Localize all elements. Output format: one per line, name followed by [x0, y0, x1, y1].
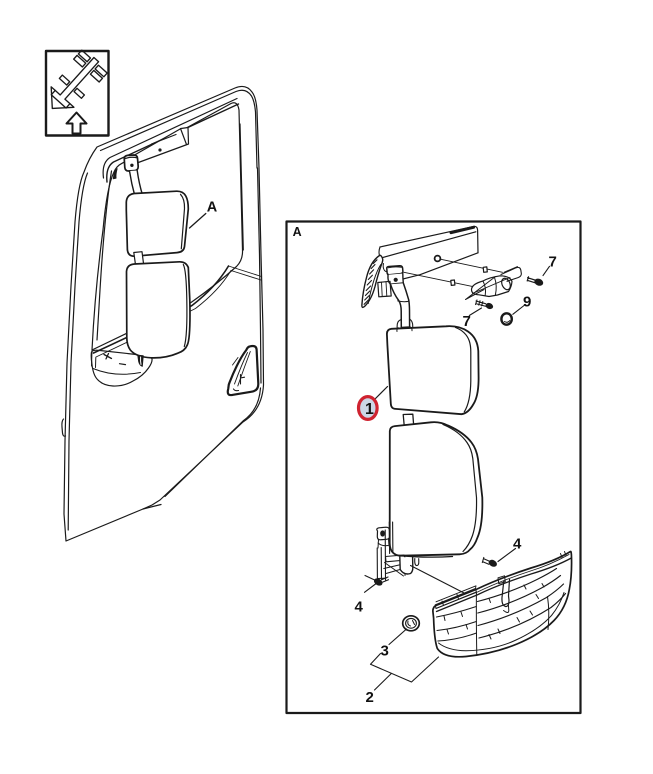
- svg-text:2: 2: [366, 689, 374, 706]
- svg-text:7: 7: [549, 254, 557, 271]
- svg-text:4: 4: [513, 536, 522, 553]
- svg-text:1: 1: [365, 401, 374, 418]
- svg-text:9: 9: [523, 294, 531, 311]
- svg-text:4: 4: [355, 599, 364, 616]
- svg-text:A: A: [207, 199, 218, 215]
- svg-text:7: 7: [463, 313, 471, 330]
- svg-text:3: 3: [381, 643, 389, 660]
- svg-text:A: A: [293, 225, 302, 239]
